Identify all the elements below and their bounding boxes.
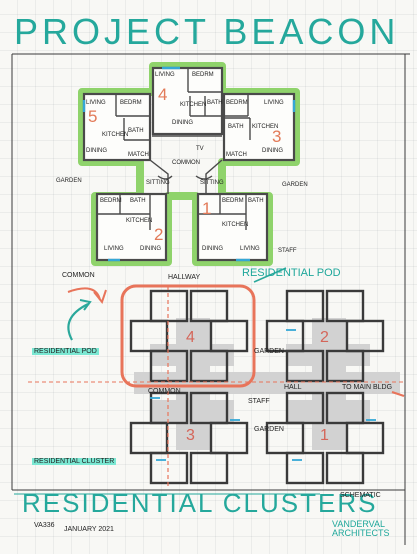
schematic-label: SCHEMATIC <box>340 492 381 499</box>
residential-pod-tag: RESIDENTIAL POD <box>32 348 99 355</box>
pod-arrow <box>67 303 89 341</box>
main-building-label: TO MAIN BLDG <box>342 384 393 391</box>
residential-cluster-tag: RESIDENTIAL CLUSTER <box>32 458 117 465</box>
cluster-unit <box>149 289 189 323</box>
common-label: COMMON <box>62 272 95 279</box>
cluster-unit <box>209 319 249 353</box>
room-living: LIVING <box>240 246 260 252</box>
cluster-unit <box>325 451 365 485</box>
page-subtitle: RESIDENTIAL CLUSTERS <box>22 488 378 518</box>
cluster-unit <box>189 349 229 383</box>
cluster-unit <box>285 451 325 485</box>
room-bath: BATH <box>228 124 244 130</box>
cluster-windows <box>150 329 376 461</box>
cluster-unit <box>325 289 365 323</box>
unit-number-1: 1 <box>202 199 212 218</box>
hall-label: HALL <box>284 384 302 391</box>
common-label-2: COMMON <box>148 388 181 395</box>
cluster-number-4: 4 <box>186 329 195 346</box>
room-bath: BATH <box>248 198 264 204</box>
room-living: LIVING <box>264 100 284 106</box>
room-common: COMMON <box>172 160 200 166</box>
room-dining: DINING <box>202 246 223 252</box>
pod-walls <box>82 66 296 262</box>
cluster-number-1: 1 <box>320 427 329 444</box>
cluster-unit <box>209 421 249 455</box>
room-dining: DINING <box>86 148 107 154</box>
room-bedroom: BEDRM <box>120 100 142 106</box>
cluster-highlight <box>120 284 256 388</box>
cluster-unit <box>129 319 169 353</box>
room-bath: BATH <box>130 198 146 204</box>
room-bedroom: BEDRM <box>100 198 122 204</box>
room-kitchen: KITCHEN <box>126 218 153 224</box>
room-bath: BATH <box>128 128 144 134</box>
room-bedroom: BEDRM <box>226 100 248 106</box>
room-sitting: SITTING <box>146 180 170 186</box>
cluster-unit <box>265 421 305 455</box>
cluster-unit <box>149 349 189 383</box>
main-bldg-arrow <box>391 391 405 397</box>
room-kitchen: KITCHEN <box>252 124 279 130</box>
cluster-unit <box>345 421 385 455</box>
cluster-unit <box>285 391 325 425</box>
room-tv: TV <box>196 146 204 152</box>
unit-number-2: 2 <box>154 225 164 244</box>
hallway-label: HALLWAY <box>168 274 201 281</box>
pod-core <box>149 135 223 194</box>
cluster-unit <box>325 349 365 383</box>
room-kitchen: KITCHEN <box>180 102 207 108</box>
pod-green-outline <box>78 62 300 266</box>
room-match: MATCH <box>128 152 149 158</box>
cluster-units <box>129 289 385 485</box>
room-garden: GARDEN <box>56 178 82 184</box>
cluster-unit <box>189 289 229 323</box>
unit-number-5: 5 <box>88 107 98 126</box>
room-sitting: SITTING <box>200 180 224 186</box>
cluster-number-3: 3 <box>186 427 195 444</box>
cluster-unit <box>325 391 365 425</box>
unit-number-4: 4 <box>158 85 168 104</box>
frame <box>11 53 410 545</box>
room-dining: DINING <box>140 246 161 252</box>
cluster-unit <box>129 421 169 455</box>
staff-label: STAFF <box>248 398 270 405</box>
room-dining: DINING <box>172 120 193 126</box>
cluster-number-2: 2 <box>320 329 329 346</box>
date-label: JANUARY 2021 <box>64 526 114 533</box>
garden-label: GARDEN <box>254 348 284 355</box>
room-dining: DINING <box>262 148 283 154</box>
unit-number-3: 3 <box>272 127 282 146</box>
room-garden: GARDEN <box>282 182 308 188</box>
garden-label-2: GARDEN <box>254 426 284 433</box>
room-kitchen: KITCHEN <box>222 222 249 228</box>
cluster-unit <box>285 289 325 323</box>
cluster-unit <box>265 319 305 353</box>
cluster-unit <box>189 391 229 425</box>
room-bedroom: BEDRM <box>222 198 244 204</box>
room-bedroom: BEDRM <box>192 72 214 78</box>
pod-interior-walls <box>97 68 251 230</box>
cluster-unit <box>149 391 189 425</box>
room-living: LIVING <box>86 100 106 106</box>
room-match: MATCH <box>226 152 247 158</box>
pod-windows <box>82 66 296 262</box>
room-kitchen: KITCHEN <box>102 132 129 138</box>
course-code: VA336 <box>34 522 55 529</box>
cluster-unit <box>345 319 385 353</box>
firm-name: VANDERVAL ARCHITECTS <box>332 519 390 538</box>
room-staff: STAFF <box>278 248 297 254</box>
cluster-unit <box>189 451 229 485</box>
cluster-unit <box>149 451 189 485</box>
page-title: PROJECT BEACON <box>14 11 400 52</box>
room-living: LIVING <box>155 72 175 78</box>
room-bath: BATH <box>207 100 223 106</box>
residential-pod-heading: RESIDENTIAL POD <box>242 267 341 279</box>
cluster-unit <box>285 349 325 383</box>
room-living: LIVING <box>104 246 124 252</box>
